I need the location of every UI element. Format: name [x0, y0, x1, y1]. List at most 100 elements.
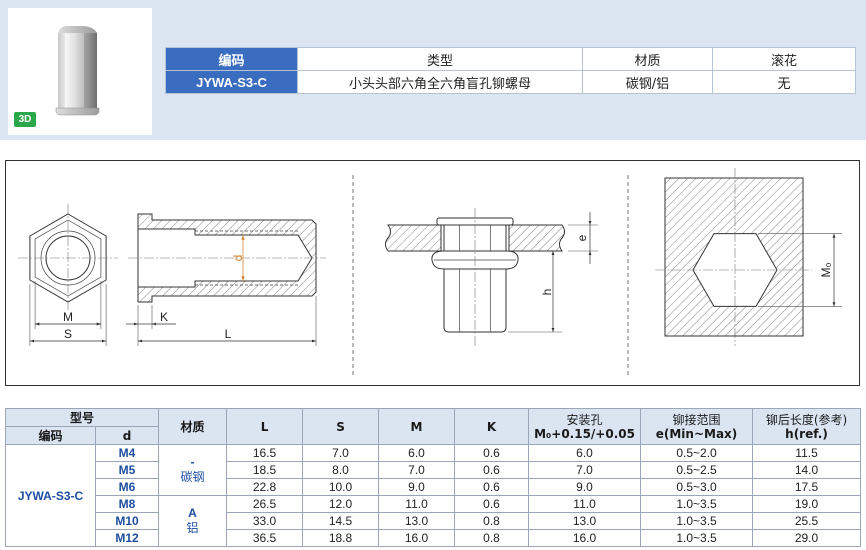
dim-label-m0: M₀: [819, 262, 833, 277]
cell-grip: 1.0~3.5: [640, 529, 754, 547]
summary-table: 编码 类型 材质 滚花 JYWA-S3-C 小头头部六角全六角盲孔铆螺母 碳钢/…: [165, 47, 856, 94]
material-name: 铝: [186, 521, 199, 535]
material-group-aluminium: A 铝: [158, 495, 228, 547]
dim-label-l: L: [225, 327, 232, 341]
cell-h: 14.0: [752, 461, 862, 479]
cell-d: M6: [94, 478, 160, 496]
front-view: M S: [18, 204, 118, 346]
product-image-card[interactable]: 3D: [8, 8, 152, 135]
cell-hole: 7.0: [528, 461, 642, 479]
cell-hole: 13.0: [528, 512, 642, 530]
summary-material-value: 碳钢/铝: [582, 70, 713, 94]
table-row: M5 18.5 8.0 7.0 0.6 7.0 0.5~2.5 14.0: [6, 461, 862, 479]
installed-view: e h: [385, 208, 598, 346]
rivet-head-flange: [55, 107, 100, 116]
cell-l: 36.5: [226, 529, 304, 547]
cell-h: 25.5: [752, 512, 862, 530]
dim-label-e: e: [575, 234, 589, 241]
header-riveted-length-symbol: h(ref.): [785, 426, 828, 441]
cell-l: 22.8: [226, 478, 304, 496]
header-riveted-length: 铆后长度(参考) h(ref.): [752, 408, 862, 445]
header-install-hole-title: 安装孔: [566, 412, 603, 427]
spec-code: JYWA-S3-C: [5, 444, 96, 547]
cell-grip: 1.0~3.5: [640, 495, 754, 513]
mounting-hole-view: M₀: [655, 168, 842, 346]
cell-m: 6.0: [378, 444, 456, 462]
cell-l: 18.5: [226, 461, 304, 479]
cell-m: 13.0: [378, 512, 456, 530]
cell-m: 7.0: [378, 461, 456, 479]
header-d: d: [94, 426, 160, 445]
cell-k: 0.8: [454, 512, 530, 530]
header-grip-range-symbol: e(Min~Max): [655, 426, 738, 441]
cell-s: 14.5: [302, 512, 380, 530]
table-row: M8 A 铝 26.5 12.0 11.0 0.6 11.0 1.0~3.5 1…: [6, 495, 862, 547]
spec-header-row-1: 型号 材质 L S M K 安装孔 M₀+0.15/+0.05 铆接范围 e(M…: [4, 408, 862, 445]
cell-s: 7.0: [302, 444, 380, 462]
rivet-left-face: [58, 33, 65, 109]
cell-s: 18.8: [302, 529, 380, 547]
dim-label-k: K: [160, 310, 168, 324]
cell-h: 11.5: [752, 444, 862, 462]
table-row: M6 22.8 10.0 9.0 0.6 9.0 0.5~3.0 17.5: [6, 478, 862, 496]
cell-hole: 16.0: [528, 529, 642, 547]
material-code: -: [190, 455, 195, 469]
dim-label-h: h: [540, 289, 554, 296]
header-m: M: [378, 408, 456, 445]
material-code: A: [188, 506, 197, 520]
summary-code-value: JYWA-S3-C: [165, 70, 298, 94]
3d-view-badge[interactable]: 3D: [14, 112, 36, 127]
header-install-hole: 安装孔 M₀+0.15/+0.05: [528, 408, 642, 445]
cell-h: 17.5: [752, 478, 862, 496]
header-grip-range-title: 铆接范围: [672, 412, 721, 427]
cell-d: M4: [94, 444, 160, 462]
cell-s: 10.0: [302, 478, 380, 496]
plate-right: [508, 224, 565, 252]
summary-header-code: 编码: [165, 47, 298, 71]
cell-grip: 1.0~3.5: [640, 512, 754, 530]
cell-d: M8: [94, 495, 160, 513]
summary-type-value: 小头头部六角全六角盲孔铆螺母: [297, 70, 583, 94]
summary-knurl-value: 无: [712, 70, 856, 94]
cell-l: 33.0: [226, 512, 304, 530]
rivet-nut-3d-icon: [55, 26, 100, 116]
cell-l: 16.5: [226, 444, 304, 462]
rivet-right-face: [84, 33, 97, 109]
summary-header-type: 类型: [297, 47, 583, 71]
header-material: 材质: [158, 408, 228, 445]
spec-table: 型号 材质 L S M K 安装孔 M₀+0.15/+0.05 铆接范围 e(M…: [4, 408, 862, 547]
header-install-hole-tolerance: M₀+0.15/+0.05: [534, 426, 635, 441]
material-group-steel: - 碳钢: [158, 444, 228, 496]
cell-m: 16.0: [378, 529, 456, 547]
cell-grip: 0.5~2.0: [640, 444, 754, 462]
plate-left: [385, 224, 442, 252]
summary-header-row: 编码 类型 材质 滚花: [165, 47, 856, 71]
cell-k: 0.6: [454, 495, 530, 513]
summary-value-row: JYWA-S3-C 小头头部六角全六角盲孔铆螺母 碳钢/铝 无: [165, 70, 856, 94]
cell-d: M12: [94, 529, 160, 547]
cell-m: 9.0: [378, 478, 456, 496]
header-s: S: [302, 408, 380, 445]
cell-k: 0.6: [454, 461, 530, 479]
cell-k: 0.8: [454, 529, 530, 547]
header-l: L: [226, 408, 304, 445]
cell-grip: 0.5~2.5: [640, 461, 754, 479]
table-row: JYWA-S3-C M4 - 碳钢 16.5 7.0 6.0 0.6 6.0 0…: [5, 444, 862, 547]
dim-label-d: d: [231, 255, 245, 262]
table-row: M10 33.0 14.5 13.0 0.8 13.0 1.0~3.5 25.5: [6, 512, 862, 530]
cell-d: M5: [94, 461, 160, 479]
header-k: K: [454, 408, 530, 445]
cell-hole: 6.0: [528, 444, 642, 462]
dim-label-m: M: [63, 310, 73, 324]
cell-h: 29.0: [752, 529, 862, 547]
material-name: 碳钢: [180, 470, 205, 484]
cell-hole: 11.0: [528, 495, 642, 513]
cell-k: 0.6: [454, 444, 530, 462]
table-row: M12 36.5 18.8 16.0 0.8 16.0 1.0~3.5 29.0: [6, 529, 862, 547]
spec-header-row-2: 编码 d: [5, 426, 861, 445]
header-riveted-length-title: 铆后长度(参考): [765, 412, 848, 427]
cell-s: 12.0: [302, 495, 380, 513]
cell-s: 8.0: [302, 461, 380, 479]
cell-hole: 9.0: [528, 478, 642, 496]
cell-m: 11.0: [378, 495, 456, 513]
